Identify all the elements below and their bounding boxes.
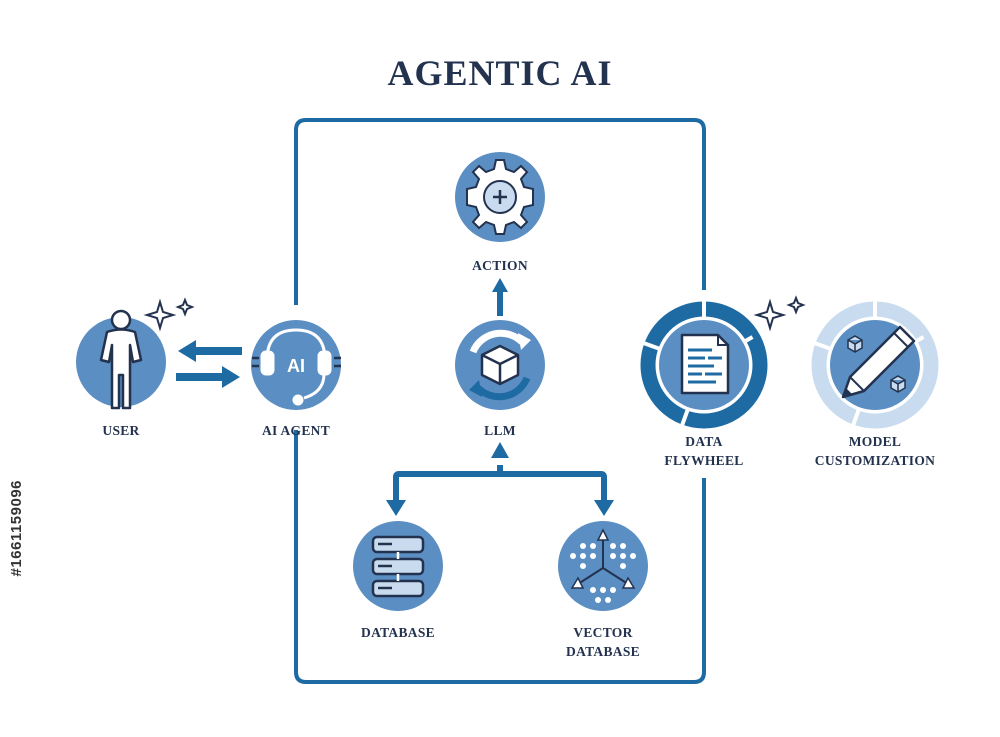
ai-badge: AI bbox=[287, 356, 305, 376]
headset-icon bbox=[252, 328, 341, 406]
database-label: DATABASE bbox=[361, 625, 435, 640]
llm-label: LLM bbox=[484, 423, 516, 438]
arrow-llm-to-action bbox=[492, 278, 508, 316]
model-customization-label: MODEL CUSTOMIZATION bbox=[795, 432, 955, 470]
vector-graph-icon bbox=[570, 528, 636, 603]
ai-agent-node: AI bbox=[251, 320, 341, 410]
data-flywheel-label: DATA FLYWHEEL bbox=[644, 432, 764, 470]
database-node bbox=[353, 521, 443, 611]
model-customization-label-line1: MODEL bbox=[848, 434, 902, 449]
arrow-to-agent bbox=[176, 366, 240, 388]
arrow-to-user bbox=[178, 340, 242, 362]
stock-id: #1661159096 bbox=[8, 480, 25, 577]
arrow-down-to-vector bbox=[594, 500, 614, 516]
user-label: USER bbox=[102, 423, 140, 438]
system-frame bbox=[294, 118, 706, 684]
sparkle-icon bbox=[143, 297, 195, 332]
vector-database-label-line2: DATABASE bbox=[566, 644, 640, 659]
ai-agent-label: AI AGENT bbox=[261, 423, 331, 438]
database-icon bbox=[371, 535, 425, 598]
arrow-up-to-llm bbox=[491, 442, 509, 458]
model-customization-label-line2: CUSTOMIZATION bbox=[814, 453, 936, 468]
vector-database-node bbox=[558, 521, 648, 611]
user-node bbox=[76, 297, 195, 410]
diagram-title: AGENTIC AI bbox=[387, 53, 613, 93]
action-label: ACTION bbox=[472, 258, 528, 273]
data-flywheel-node bbox=[640, 295, 806, 429]
cube-cycle-icon bbox=[469, 329, 531, 401]
arrow-down-to-database bbox=[386, 500, 406, 516]
person-icon bbox=[99, 309, 143, 410]
user-agent-arrows bbox=[176, 340, 242, 388]
data-flywheel-label-line2: FLYWHEEL bbox=[664, 453, 744, 468]
llm-node bbox=[455, 320, 545, 410]
document-cycle-icon bbox=[680, 333, 730, 395]
sparkle-icon bbox=[753, 295, 806, 332]
data-flywheel-label-line1: DATA bbox=[685, 434, 723, 449]
action-node bbox=[455, 152, 545, 242]
gear-icon bbox=[466, 159, 534, 235]
vector-database-label: VECTOR DATABASE bbox=[543, 623, 663, 661]
model-customization-node bbox=[811, 301, 939, 429]
llm-branch-arrows bbox=[393, 465, 607, 502]
vector-database-label-line1: VECTOR bbox=[573, 625, 633, 640]
pencil-cycle-icon bbox=[841, 325, 916, 399]
